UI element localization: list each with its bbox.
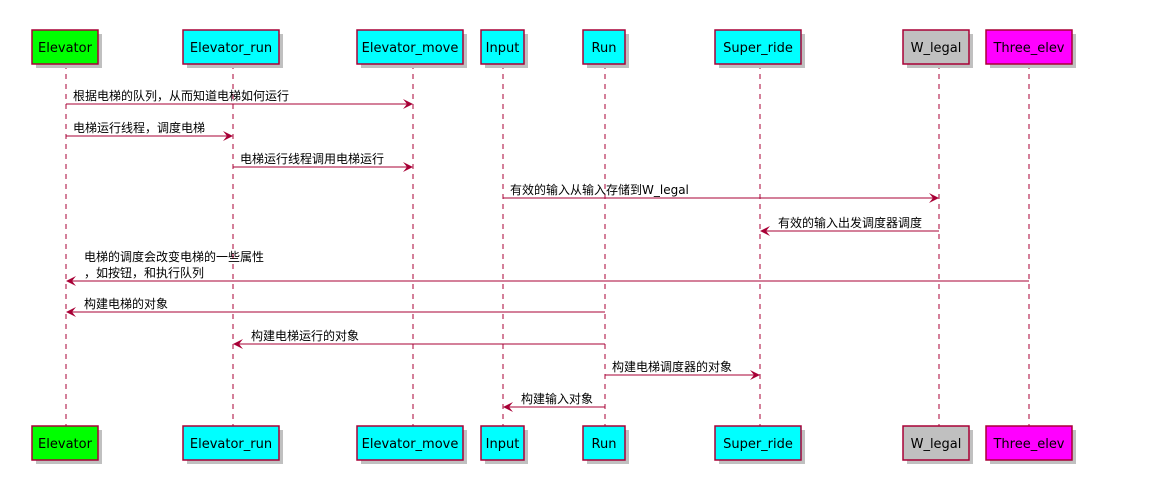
participant-box [582, 29, 626, 65]
participant-box [356, 29, 464, 65]
message-4: 有效的输入从输入存储到W_legal [503, 182, 939, 203]
message-3: 电梯运行线程调用电梯运行 [233, 151, 413, 172]
participant-label: Three_elev [992, 41, 1064, 56]
participant-elevator-run-bottom: Elevator_run [182, 425, 283, 464]
participant-label: Input [486, 41, 520, 56]
message-label: 电梯运行线程，调度电梯 [73, 120, 205, 135]
participant-run-top: Run [582, 29, 629, 68]
lifelines [65, 64, 1030, 426]
participant-label: Super_ride [723, 41, 793, 56]
participant-run-bottom: Run [582, 425, 629, 464]
message-label: 电梯的调度会改变电梯的一些属性 [84, 249, 264, 264]
participant-elevator-top: Elevator [31, 29, 102, 68]
participant-label: Elevator_move [362, 41, 459, 56]
participant-label: Elevator [38, 41, 93, 56]
participant-row-top: Elevator Elevator_run Elevator_move Input Ru… [31, 29, 1076, 68]
participant-elevator-move-bottom: Elevator_move [356, 425, 467, 464]
participant-box [31, 425, 99, 461]
participant-three-elev-bottom: Three_elev [985, 425, 1076, 464]
participant-elevator-move-top: Elevator_move [356, 29, 467, 68]
participant-input-top: Input [480, 29, 528, 68]
participant-elevator-run-top: Elevator_run [182, 29, 283, 68]
participant-box [182, 29, 280, 65]
participant-w-legal-bottom: W_legal [902, 425, 973, 464]
participant-label: Run [592, 437, 617, 452]
message-1: 根据电梯的队列，从而知道电梯如何运行 [66, 88, 413, 109]
participant-label: Elevator [38, 437, 93, 452]
participant-label: W_legal [911, 41, 962, 56]
participant-label: Input [486, 437, 520, 452]
message-label: 构建电梯调度器的对象 [612, 359, 732, 374]
participant-label: W_legal [911, 437, 962, 452]
message-9: 构建电梯调度器的对象 [605, 359, 760, 380]
message-label: 构建电梯运行的对象 [251, 328, 359, 343]
participant-label: Three_elev [992, 437, 1064, 452]
participant-label: Elevator_move [362, 437, 459, 452]
participant-box [902, 425, 970, 461]
message-label: 电梯运行线程调用电梯运行 [240, 151, 384, 166]
participant-box [902, 29, 970, 65]
participant-box [714, 425, 802, 461]
participant-label: Elevator_run [190, 41, 272, 56]
participant-w-legal-top: W_legal [902, 29, 973, 68]
messages: 根据电梯的队列，从而知道电梯如何运行电梯运行线程，调度电梯电梯运行线程调用电梯运… [66, 88, 1029, 412]
participant-three-elev-top: Three_elev [985, 29, 1076, 68]
message-6: 电梯的调度会改变电梯的一些属性，如按钮，和执行队列 [66, 249, 1029, 286]
participant-box [985, 425, 1073, 461]
participant-label: Elevator_run [190, 437, 272, 452]
participant-box [480, 29, 525, 65]
message-label: 构建输入对象 [521, 391, 593, 406]
participant-box [985, 29, 1073, 65]
participant-super-ride-bottom: Super_ride [714, 425, 805, 464]
message-label: 有效的输入从输入存储到W_legal [510, 182, 689, 197]
participant-box [31, 29, 99, 65]
message-2: 电梯运行线程，调度电梯 [66, 120, 233, 141]
message-8: 构建电梯运行的对象 [233, 328, 605, 349]
participant-box [582, 425, 626, 461]
participant-elevator-bottom: Elevator [31, 425, 102, 464]
message-10: 构建输入对象 [503, 391, 605, 412]
message-7: 构建电梯的对象 [66, 296, 605, 317]
participant-box [182, 425, 280, 461]
message-label: ，如按钮，和执行队列 [84, 265, 204, 280]
message-5: 有效的输入出发调度器调度 [760, 215, 939, 236]
participant-row-bottom: Elevator Elevator_run Elevator_move Input Ru… [31, 425, 1076, 464]
message-label: 根据电梯的队列，从而知道电梯如何运行 [73, 88, 289, 103]
participant-super-ride-top: Super_ride [714, 29, 805, 68]
participant-label: Run [592, 41, 617, 56]
participant-label: Super_ride [723, 437, 793, 452]
participant-box [356, 425, 464, 461]
participant-input-bottom: Input [480, 425, 528, 464]
message-label: 有效的输入出发调度器调度 [778, 215, 922, 230]
participant-box [714, 29, 802, 65]
message-label: 构建电梯的对象 [84, 296, 168, 311]
participant-box [480, 425, 525, 461]
